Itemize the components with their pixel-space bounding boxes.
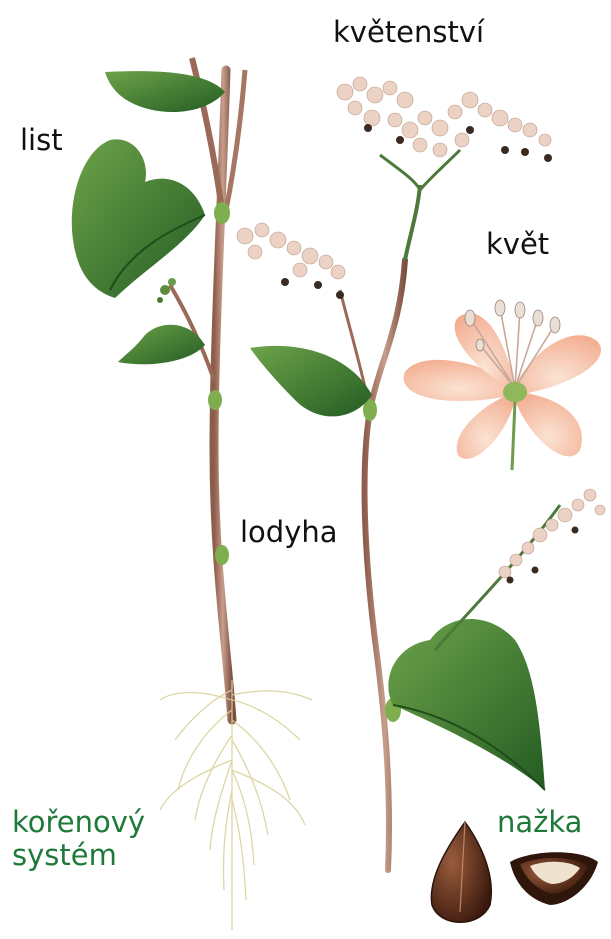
label-inflorescence: květenství: [333, 16, 484, 49]
label-root-system-line1: kořenový: [12, 806, 145, 839]
achene-whole: [431, 822, 491, 922]
leaf-shape: [250, 346, 372, 417]
leaf-shape: [105, 71, 225, 112]
inflorescence-middle: [237, 223, 345, 299]
label-root-system-line2: systém: [12, 839, 145, 872]
inflorescence-lower: [499, 489, 605, 584]
leaf-shape: [72, 139, 205, 298]
left-plant: [72, 58, 312, 930]
enlarged-flower: [404, 300, 601, 470]
label-flower: květ: [486, 228, 549, 261]
inflorescence-top: [337, 77, 552, 190]
label-root-system: kořenový systém: [12, 806, 145, 873]
leaf-shape: [388, 619, 545, 790]
label-achene: nažka: [497, 806, 582, 839]
label-stem: lodyha: [240, 516, 338, 549]
label-leaf: list: [20, 124, 63, 157]
